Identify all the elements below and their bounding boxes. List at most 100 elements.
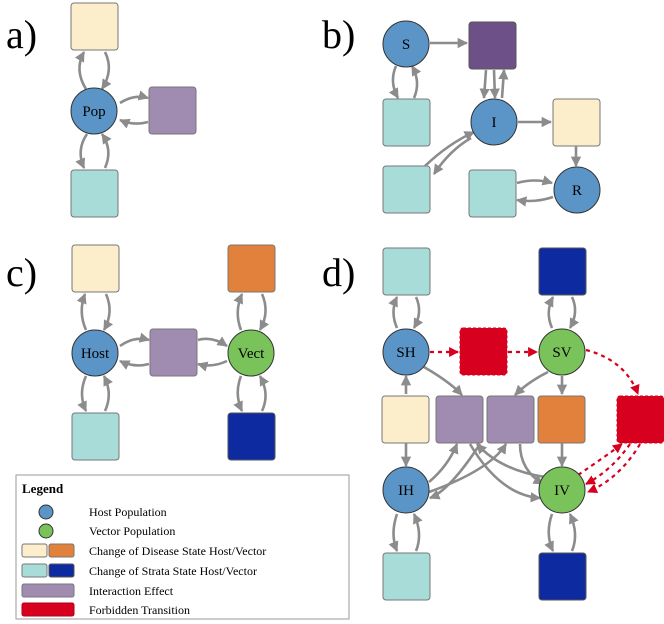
edge xyxy=(544,513,555,552)
edge xyxy=(423,365,463,396)
edge xyxy=(388,513,399,552)
disease-state-host-swatch xyxy=(21,543,48,558)
strata-state-box xyxy=(71,412,120,461)
strata-state-box xyxy=(70,169,119,218)
edge xyxy=(515,195,554,207)
strata-state-box xyxy=(382,98,431,147)
strata-state-box xyxy=(382,165,431,214)
host-population-node xyxy=(71,329,119,377)
node-label-vect: Vect xyxy=(238,346,265,362)
forbidden-transition-box xyxy=(459,327,508,376)
strata-state-box xyxy=(382,552,431,601)
legend-title: Legend xyxy=(22,481,64,496)
edge xyxy=(489,69,500,100)
disease-state-box xyxy=(552,98,601,147)
host-population-node xyxy=(382,20,430,68)
node-label-iv: IV xyxy=(554,483,570,499)
edge xyxy=(476,443,546,479)
legend-item-label: Change of Disease State Host/Vector xyxy=(89,544,266,558)
edge xyxy=(119,90,150,105)
edge xyxy=(75,133,89,169)
disease-state-vector-swatch xyxy=(48,543,75,558)
strata-state-vector-box xyxy=(538,247,587,296)
legend-item-label: Change of Strata State Host/Vector xyxy=(89,564,257,578)
edge xyxy=(102,375,113,412)
legend-item-label: Host Population xyxy=(89,505,167,519)
edge xyxy=(429,443,482,500)
host-population-node xyxy=(553,166,601,214)
forbidden-transition-swatch xyxy=(21,602,75,617)
disease-state-vector-box xyxy=(537,395,586,444)
interaction-effect-box xyxy=(486,395,535,444)
edge xyxy=(412,296,424,329)
edge xyxy=(258,375,270,412)
panel-c: c) Host Vect xyxy=(6,244,276,461)
vector-population-node xyxy=(538,328,586,376)
edge xyxy=(119,332,151,348)
vector-population-node xyxy=(227,329,275,377)
edge xyxy=(514,370,549,396)
panel-d: d) xyxy=(322,247,664,601)
interaction-effect-swatch xyxy=(21,583,75,598)
interaction-effect-box xyxy=(149,328,198,377)
disease-state-vector-box xyxy=(227,244,276,293)
node-label-s: S xyxy=(402,37,410,53)
interaction-effect-box xyxy=(435,395,484,444)
edge xyxy=(518,443,544,486)
strata-state-vector-box xyxy=(227,412,276,461)
forbidden-transition-box xyxy=(616,395,664,444)
legend-item-label: Vector Population xyxy=(89,524,175,538)
edge xyxy=(516,175,553,186)
node-label-sh: SH xyxy=(396,345,415,361)
edge xyxy=(74,51,88,90)
disease-state-box xyxy=(381,395,430,444)
strata-state-host-swatch xyxy=(21,563,48,578)
edge xyxy=(197,336,228,348)
host-population-node xyxy=(70,87,118,135)
vector-population-node xyxy=(538,466,586,514)
interaction-effect-box xyxy=(468,21,517,70)
edge xyxy=(388,296,399,329)
node-label-sv: SV xyxy=(552,345,571,361)
edge xyxy=(77,375,88,412)
edge xyxy=(410,65,422,99)
strata-state-box xyxy=(468,169,517,218)
forbidden-edge xyxy=(587,443,641,494)
host-population-node xyxy=(382,328,430,376)
panel-d-label: d) xyxy=(322,250,355,295)
node-label-i: I xyxy=(492,115,497,131)
edge xyxy=(233,293,244,331)
legend-item-label: Forbidden Transition xyxy=(89,603,190,617)
edge xyxy=(102,293,114,331)
edge xyxy=(76,293,88,331)
disease-state-box xyxy=(71,244,120,293)
legend-item-label: Interaction Effect xyxy=(89,584,174,598)
panel-b: b) S I R xyxy=(322,12,601,218)
edge xyxy=(428,443,459,483)
panel-b-label: b) xyxy=(322,12,355,57)
edge xyxy=(568,296,580,329)
forbidden-edge xyxy=(577,443,623,476)
edge xyxy=(233,375,244,412)
edge xyxy=(544,296,555,329)
edge xyxy=(119,118,149,129)
vector-population-swatch xyxy=(38,523,54,539)
edge xyxy=(100,51,112,90)
strata-state-vector-box xyxy=(538,552,587,601)
strata-state-vector-swatch xyxy=(48,563,75,578)
edge xyxy=(568,513,579,552)
edge xyxy=(428,443,508,494)
panel-c-label: c) xyxy=(6,250,37,295)
edge xyxy=(100,133,112,169)
edge xyxy=(388,65,400,99)
edge xyxy=(196,359,228,372)
disease-state-box xyxy=(70,2,119,51)
panel-a: a) Pop xyxy=(6,2,197,218)
node-label-r: R xyxy=(572,183,582,199)
host-population-node xyxy=(382,466,430,514)
edge xyxy=(498,68,509,99)
forbidden-edge xyxy=(585,348,640,395)
legend: Legend Host Population Vector Population… xyxy=(15,474,350,620)
edge xyxy=(468,443,542,503)
